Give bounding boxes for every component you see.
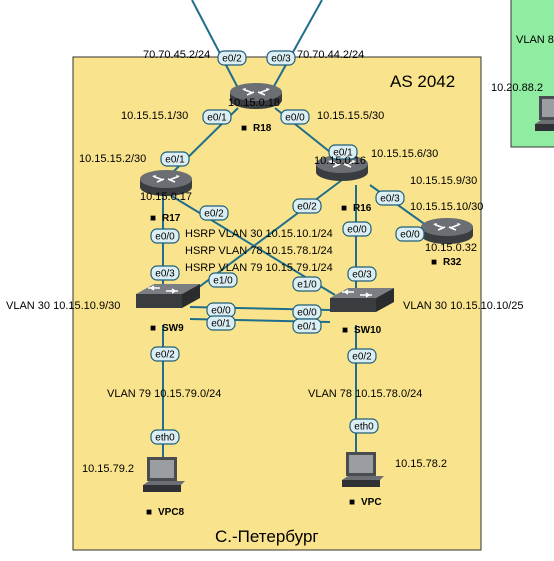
port-text: e0/2: [222, 54, 242, 65]
link-r18-r16-ip-a: 10.15.15.5/30: [317, 110, 384, 122]
vpc-ip: 10.15.78.2: [395, 458, 447, 470]
sw9-vpc8-vlan: VLAN 79 10.15.79.0/24: [107, 388, 221, 400]
uplink-left-ip: 70.70.45.2/24: [143, 49, 210, 61]
hsrp-line-1: HSRP VLAN 30 10.15.10.1/24: [185, 228, 333, 240]
right-vlan-label: VLAN 8: [516, 34, 554, 46]
port-text: e0/1: [165, 155, 185, 166]
port-text: e0/1: [207, 113, 227, 124]
r32-name-marker: ■: [431, 257, 437, 268]
port-text: e0/0: [211, 306, 231, 317]
city-label: С.-Петербург: [215, 527, 319, 546]
sw10-name: SW10: [354, 325, 382, 336]
link-r18-r17-ip-a: 10.15.15.1/30: [121, 110, 188, 122]
port-text: e0/1: [297, 322, 317, 333]
port-label-sw9-link1: e0/0: [206, 302, 236, 318]
r32-ip: 10.15.0.32: [425, 242, 477, 254]
port-labels: e0/2 e0/3 e0/1 e0/0 e0/1 e0/2 e0/0 e0/1 e0/2 e0/3…: [150, 50, 425, 445]
right-site-area: [510, 0, 554, 148]
port-text: e0/3: [271, 54, 291, 65]
sw9-name-marker: ■: [150, 323, 156, 334]
r18-ip: 10.15.0.18: [228, 97, 280, 109]
port-label-sw9-to-r16: e1/0: [208, 272, 238, 288]
port-label-sw9-link2: e0/1: [206, 315, 236, 331]
port-text: e0/3: [380, 194, 400, 205]
port-label-r17-to-r16: e0/2: [199, 205, 229, 221]
port-text: eth0: [155, 433, 175, 444]
uplink-right-ip: 70.70.44.2/24: [297, 49, 364, 61]
port-label-r16-to-r18: e0/1: [328, 144, 358, 160]
r18-name: R18: [253, 123, 272, 134]
port-text: e0/1: [211, 319, 231, 330]
port-label-sw10-to-vpc: e0/2: [347, 348, 377, 364]
port-text: e0/0: [155, 232, 175, 243]
vpc8-name: VPC8: [158, 507, 185, 518]
vpc-name-marker: ■: [349, 497, 355, 508]
sw10-vlan: VLAN 30 10.15.10.10/25: [403, 300, 523, 312]
r17-ip: 10.15.0.17: [140, 191, 192, 203]
port-text: eth0: [354, 422, 374, 433]
port-text: e0/3: [155, 269, 175, 280]
link-r16-r32-ip-a: 10.15.15.9/30: [410, 175, 477, 187]
hsrp-line-3: HSRP VLAN 79 10.15.79.1/24: [185, 262, 333, 274]
r32-name: R32: [443, 257, 462, 268]
link-r18-r17-ip-b: 10.15.15.2/30: [79, 153, 146, 165]
r17-name: R17: [162, 213, 181, 224]
port-label-r32-to-r16: e0/0: [395, 226, 425, 242]
port-label-r18-to-r17: e0/1: [202, 109, 232, 125]
sw9-vlan: VLAN 30 10.15.10.9/30: [6, 300, 120, 312]
port-text: e0/1: [333, 148, 353, 159]
port-label-r16-to-r17: e0/2: [292, 198, 322, 214]
port-label-r16-to-r32: e0/3: [375, 190, 405, 206]
port-text: e1/0: [297, 280, 317, 291]
r18-name-marker: ■: [241, 123, 247, 134]
port-label-sw10-to-r17: e1/0: [292, 276, 322, 292]
router-icon[interactable]: [420, 217, 474, 245]
port-label-sw10-link2: e0/1: [292, 318, 322, 334]
port-text: e0/2: [297, 202, 317, 213]
sw9-name: SW9: [162, 323, 184, 334]
port-label-r18-to-r16: e0/0: [280, 109, 310, 125]
port-label-sw9-to-vpc8: e0/2: [150, 346, 180, 362]
port-text: e0/2: [155, 350, 175, 361]
port-text: e0/2: [204, 209, 224, 220]
port-label-sw10-to-r16: e0/3: [347, 266, 377, 282]
vpc-name: VPC: [361, 497, 382, 508]
port-label-r18-up-left: e0/2: [217, 50, 247, 66]
port-label-r17-to-r18: e0/1: [160, 151, 190, 167]
port-label-r17-to-sw9: e0/0: [150, 228, 180, 244]
port-text: e0/0: [285, 113, 305, 124]
port-text: e0/0: [400, 230, 420, 241]
hsrp-line-2: HSRP VLAN 78 10.15.78.1/24: [185, 245, 333, 257]
sw10-vpc-vlan: VLAN 78 10.15.78.0/24: [308, 388, 422, 400]
port-text: e0/0: [297, 308, 317, 319]
port-text: e0/3: [352, 270, 372, 281]
link-r18-r16-ip-b: 10.15.15.6/30: [371, 148, 438, 160]
port-label-r18-up-right: e0/3: [266, 50, 296, 66]
port-label-vpc-eth: eth0: [349, 418, 379, 434]
vpc8-name-marker: ■: [146, 507, 152, 518]
port-label-sw9-to-r17: e0/3: [150, 265, 180, 281]
r16-name-marker: ■: [341, 203, 347, 214]
port-text: e0/2: [352, 352, 372, 363]
r16-name: R16: [353, 203, 372, 214]
right-ip-label: 10.20.88.2: [491, 82, 543, 94]
r16-ip: 10.15.0.16: [314, 155, 366, 167]
port-text: e0/0: [347, 225, 367, 236]
port-label-r16-to-sw10: e0/0: [342, 221, 372, 237]
r17-name-marker: ■: [150, 213, 156, 224]
vpc8-ip: 10.15.79.2: [82, 463, 134, 475]
port-text: e1/0: [213, 276, 233, 287]
sw10-name-marker: ■: [342, 325, 348, 336]
port-label-sw10-link1: e0/0: [292, 304, 322, 320]
link-r16-r32-ip-b: 10.15.15.10/30: [410, 201, 483, 213]
port-label-vpc8-eth: eth0: [150, 429, 180, 445]
as-label: AS 2042: [390, 72, 455, 91]
